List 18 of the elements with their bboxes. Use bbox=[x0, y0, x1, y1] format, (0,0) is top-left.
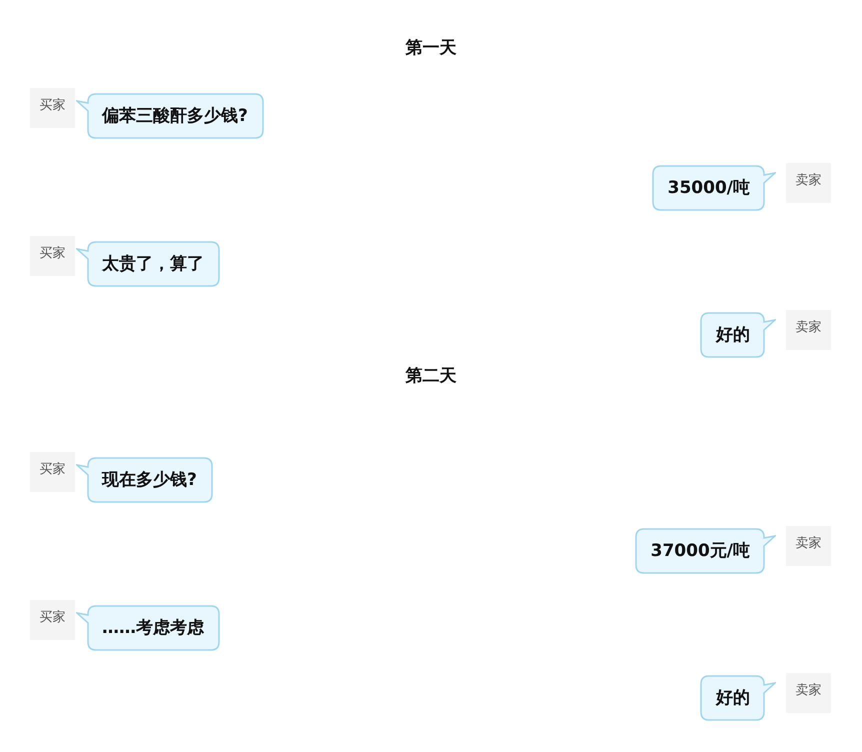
speech-bubble: 太贵了，算了 bbox=[76, 241, 220, 287]
speech-bubble: 现在多少钱? bbox=[76, 457, 213, 503]
speech-bubble: 好的 bbox=[700, 312, 776, 358]
user-avatar: 买家 bbox=[30, 600, 75, 640]
day-heading: 第一天 bbox=[404, 37, 458, 59]
speech-bubble: 35000/吨 bbox=[652, 165, 776, 211]
day-heading: 第二天 bbox=[404, 365, 458, 387]
user-avatar: 卖家 bbox=[786, 673, 831, 713]
user-avatar: 卖家 bbox=[786, 310, 831, 350]
speech-bubble: ……考虑考虑 bbox=[76, 605, 220, 651]
user-avatar: 买家 bbox=[30, 236, 75, 276]
user-avatar: 卖家 bbox=[786, 526, 831, 566]
user-avatar: 买家 bbox=[30, 452, 75, 492]
speech-bubble: 偏苯三酸酐多少钱? bbox=[76, 93, 264, 139]
user-avatar: 卖家 bbox=[786, 163, 831, 203]
speech-bubble: 好的 bbox=[700, 675, 776, 721]
speech-bubble: 37000元/吨 bbox=[634, 528, 776, 574]
user-avatar: 买家 bbox=[30, 88, 75, 128]
